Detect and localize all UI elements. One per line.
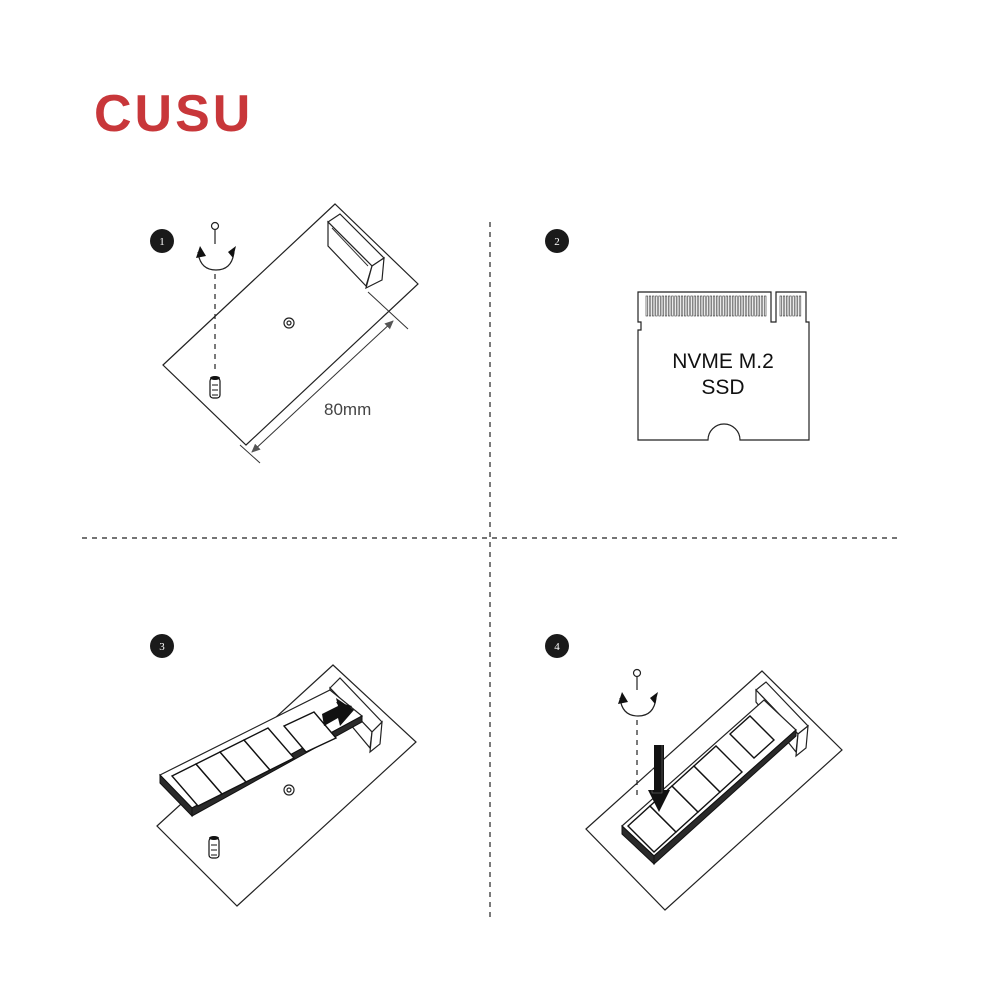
contact-pin (722, 295, 725, 317)
contact-pin (655, 295, 658, 317)
contact-pin (789, 295, 792, 317)
card-label-line2: SSD (701, 376, 744, 399)
screw-with-rotation-icon (196, 221, 236, 271)
contact-pin (760, 295, 764, 317)
contact-pin (716, 295, 719, 317)
contact-pin (754, 295, 757, 317)
contact-pin (661, 295, 664, 317)
contact-pin (795, 295, 798, 317)
contact-pin (748, 295, 751, 317)
contact-pin (709, 295, 712, 317)
contact-pins (645, 295, 802, 317)
contact-pin (677, 295, 680, 317)
step-2-panel: 2 NVME M.2 SSD (545, 229, 810, 441)
contact-pin (738, 295, 741, 317)
brand-logo: CUSU (94, 85, 254, 143)
contact-pin (798, 295, 802, 317)
standoff-hole (283, 317, 295, 329)
ssd-module (621, 699, 797, 866)
ssd-module (158, 689, 364, 818)
contact-pin (690, 295, 693, 317)
motherboard-board (162, 203, 419, 446)
step-3-panel: 3 (150, 634, 417, 907)
step-1-panel: 1 (150, 203, 419, 464)
insert-arrow-icon (322, 698, 354, 726)
standoff-hole (283, 784, 295, 796)
contact-pin (728, 295, 732, 317)
screw-icon (208, 836, 220, 859)
step-4-panel: 4 (545, 634, 843, 911)
contact-pin (664, 295, 668, 317)
contact-pin (712, 295, 716, 317)
contact-pin (658, 295, 661, 317)
step-3-number: 3 (159, 641, 165, 653)
step-2-number: 2 (554, 236, 560, 248)
motherboard-board (585, 670, 843, 911)
press-down-arrow-icon (648, 742, 670, 812)
contact-pin (696, 295, 700, 317)
contact-pin (786, 295, 789, 317)
step-3-badge: 3 (150, 634, 174, 658)
step-1-badge: 1 (150, 229, 174, 253)
screw-with-rotation-icon (618, 668, 658, 717)
contact-pin (693, 295, 696, 317)
m2-slot (327, 213, 385, 290)
contact-pin (668, 295, 671, 317)
contact-pin (684, 295, 687, 317)
contact-pin (741, 295, 744, 317)
step-4-number: 4 (554, 641, 560, 653)
contact-pin (764, 295, 767, 317)
contact-pin (703, 295, 706, 317)
contact-pin (744, 295, 748, 317)
step-1-number: 1 (159, 236, 165, 248)
contact-pin (735, 295, 738, 317)
contact-pin (648, 295, 652, 317)
contact-pin (782, 295, 786, 317)
step-4-badge: 4 (545, 634, 569, 658)
length-dimension (239, 291, 409, 464)
contact-pin (674, 295, 677, 317)
length-label: 80mm (324, 400, 371, 419)
contact-pin (652, 295, 655, 317)
contact-pin (706, 295, 709, 317)
contact-pin (719, 295, 722, 317)
contact-pin (751, 295, 754, 317)
contact-pin (792, 295, 795, 317)
card-label-line1: NVME M.2 (672, 350, 774, 373)
contact-pin (725, 295, 728, 317)
contact-pin (732, 295, 735, 317)
contact-pin (671, 295, 674, 317)
contact-pin (700, 295, 703, 317)
contact-pin (779, 295, 782, 317)
step-2-badge: 2 (545, 229, 569, 253)
contact-pin (757, 295, 760, 317)
screw-icon (209, 376, 221, 399)
contact-pin (645, 295, 648, 317)
contact-pin (687, 295, 690, 317)
nvme-ssd-card (637, 291, 810, 441)
contact-pin (680, 295, 684, 317)
